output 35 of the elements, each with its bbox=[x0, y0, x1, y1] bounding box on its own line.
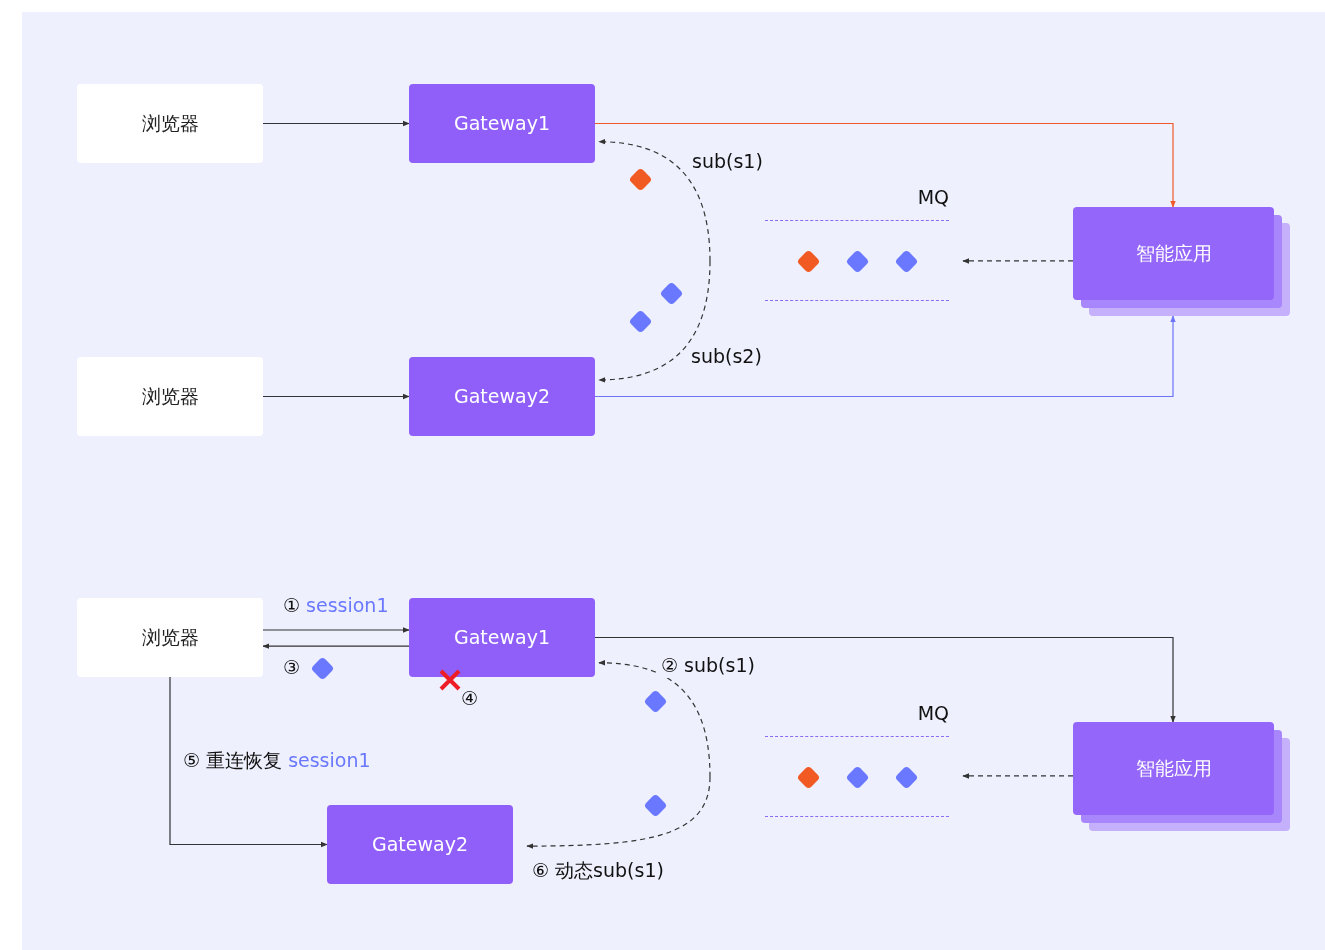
arrow bbox=[598, 139, 711, 262]
node-label: Gateway2 bbox=[372, 832, 468, 858]
node-label: Gateway1 bbox=[454, 625, 550, 651]
arrow bbox=[169, 676, 328, 848]
gateway-box bbox=[409, 357, 595, 436]
arrow bbox=[262, 627, 410, 633]
arrow bbox=[526, 776, 711, 849]
gateway-box bbox=[409, 598, 595, 677]
node-label: Gateway1 bbox=[454, 111, 550, 137]
node-label: 浏览器 bbox=[141, 625, 199, 651]
browser-box bbox=[77, 598, 263, 677]
node-label: Gateway2 bbox=[454, 384, 550, 410]
stacked-service-box bbox=[1073, 207, 1290, 316]
step-number: ④ bbox=[461, 686, 479, 711]
arrow bbox=[262, 120, 410, 127]
arrow bbox=[962, 258, 1074, 264]
queue-label: MQ bbox=[917, 701, 949, 726]
arrow bbox=[594, 122, 1176, 208]
node-label: 智能应用 bbox=[1135, 756, 1212, 782]
arrow bbox=[594, 315, 1176, 398]
node-label: 智能应用 bbox=[1135, 241, 1212, 267]
arrow bbox=[598, 660, 711, 778]
arrow bbox=[262, 393, 410, 400]
node-label: 浏览器 bbox=[141, 384, 199, 410]
stacked-service-box bbox=[1073, 722, 1290, 831]
arrow bbox=[262, 643, 410, 649]
arrow bbox=[962, 773, 1074, 779]
gateway-box bbox=[409, 84, 595, 163]
arrow bbox=[598, 260, 711, 383]
browser-box bbox=[77, 84, 263, 163]
queue-label: MQ bbox=[917, 185, 949, 210]
node-label: 浏览器 bbox=[141, 111, 199, 137]
browser-box bbox=[77, 357, 263, 436]
gateway-box bbox=[327, 805, 513, 884]
arrow bbox=[594, 636, 1176, 723]
